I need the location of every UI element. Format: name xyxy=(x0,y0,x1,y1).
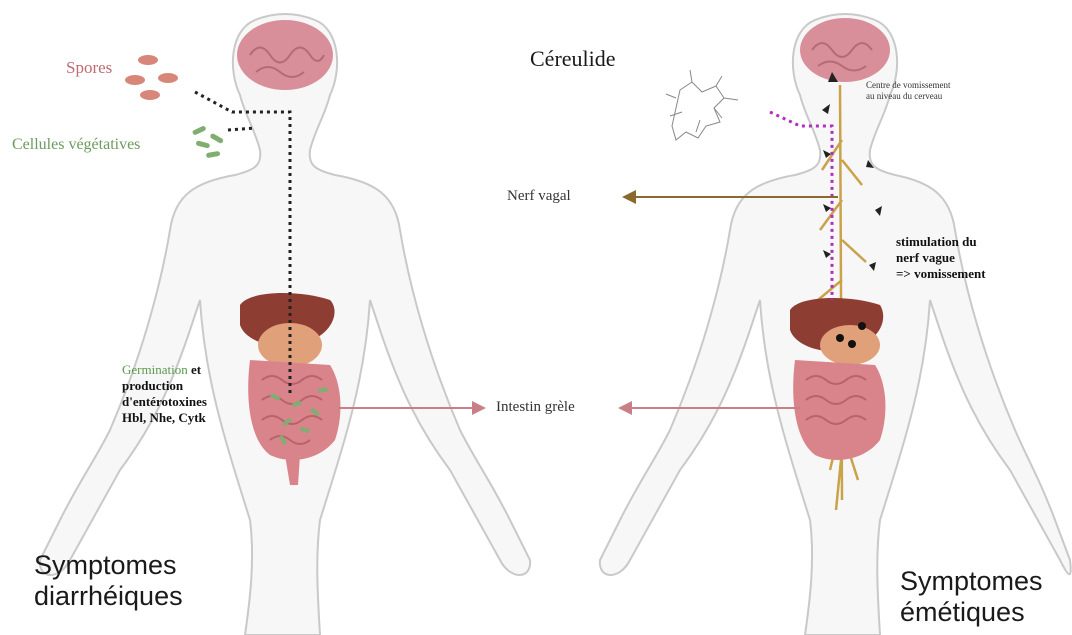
toxins-line: Hbl, Nhe, Cytk xyxy=(122,410,207,426)
left-brain xyxy=(237,20,333,90)
stimulation-line1: stimulation du xyxy=(896,234,986,250)
germination-text-block: Germination et production d'entérotoxine… xyxy=(122,362,207,426)
stimulation-line2: nerf vague xyxy=(896,250,986,266)
vegetative-cell xyxy=(209,133,224,144)
enterotoxin-line: d'entérotoxines xyxy=(122,394,207,410)
spores-group xyxy=(125,55,178,100)
left-body-figure xyxy=(40,14,530,635)
stimulation-line3: => vomissement xyxy=(896,266,986,282)
spore xyxy=(125,75,145,85)
intestine-arrowhead-right xyxy=(472,401,486,415)
left-intestine xyxy=(248,360,340,460)
vegetative-cell xyxy=(206,151,221,158)
germination-line: Germination et xyxy=(122,362,207,378)
emetic-title-line2: émétiques xyxy=(900,597,1043,628)
right-body-figure xyxy=(600,14,1071,635)
stimulation-label: stimulation du nerf vague => vomissement xyxy=(896,234,986,282)
vegetative-cells-label: Cellules végétatives xyxy=(12,136,140,154)
intestine-arrowhead-left xyxy=(618,401,632,415)
vomit-center-line2: au niveau du cerveau xyxy=(866,91,950,102)
intestine-label: Intestin grèle xyxy=(496,399,575,416)
production-line: production xyxy=(122,378,207,394)
spore xyxy=(158,73,178,83)
right-intestine xyxy=(793,360,885,460)
diarrheal-title: Symptomes diarrhéiques xyxy=(34,550,183,612)
vegetative-cell xyxy=(195,140,210,148)
spores-label: Spores xyxy=(66,58,112,78)
diarrheal-title-line1: Symptomes xyxy=(34,550,183,581)
right-brain xyxy=(800,18,890,82)
vagal-nerve-arrowhead xyxy=(622,190,636,204)
cereulide-particle xyxy=(858,322,866,330)
germination-word: Germination xyxy=(122,362,188,377)
cereulide-particle xyxy=(836,334,844,342)
vegetative-cells-group xyxy=(192,125,224,158)
diarrheal-title-line2: diarrhéiques xyxy=(34,581,183,612)
emetic-title-line1: Symptomes xyxy=(900,566,1043,597)
germination-rest: et xyxy=(188,362,201,377)
vegetative-cell xyxy=(192,125,207,135)
emetic-title: Symptomes émétiques xyxy=(900,566,1043,628)
cereulide-molecule xyxy=(666,70,738,140)
vomit-center-line1: Centre de vomissement xyxy=(866,80,950,91)
vomit-center-label: Centre de vomissement au niveau du cerve… xyxy=(866,80,950,102)
cereulide-particle xyxy=(848,340,856,348)
vagal-nerve-label: Nerf vagal xyxy=(507,188,571,205)
cereulide-label: Céreulide xyxy=(530,46,616,72)
spore xyxy=(138,55,158,65)
spore xyxy=(140,90,160,100)
